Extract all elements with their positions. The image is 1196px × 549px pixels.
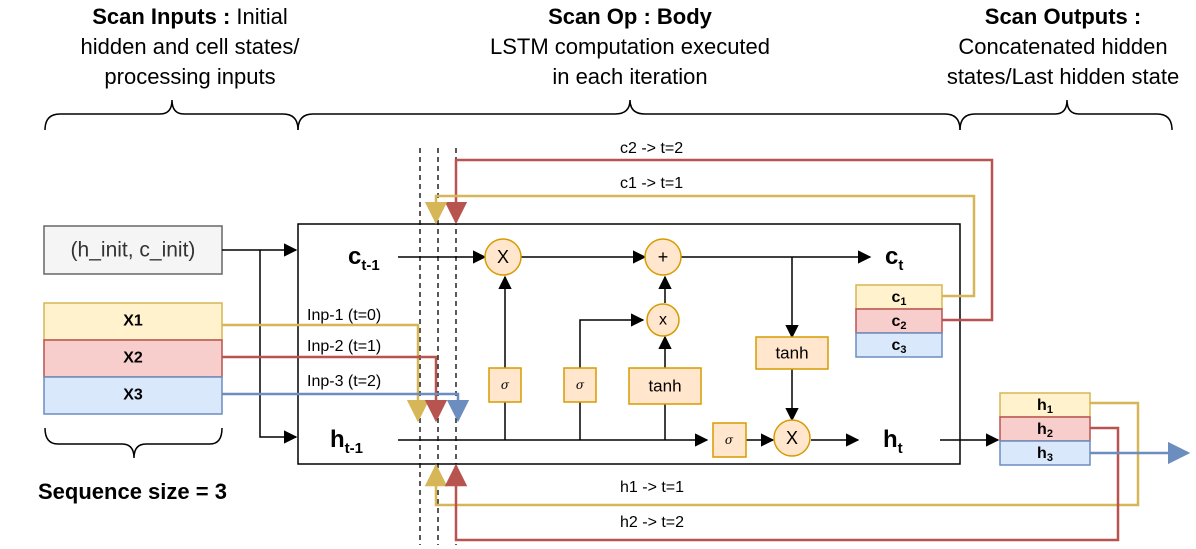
lstm-body-box bbox=[297, 223, 961, 465]
seq-x1-label: X1 bbox=[123, 313, 143, 330]
sigma-label-2: σ bbox=[576, 378, 585, 392]
inp3-line bbox=[222, 392, 470, 423]
input-mul-op bbox=[646, 303, 680, 337]
header-outputs-line3: states/Last hidden state bbox=[947, 64, 1179, 89]
header-outputs-title: Scan Outputs : bbox=[985, 4, 1141, 29]
tanh-gate-input bbox=[628, 367, 702, 405]
forget-mul-op bbox=[484, 238, 522, 276]
inp3-label: Inp-3 (t=2) bbox=[307, 373, 381, 390]
init-to-h-arrow bbox=[259, 250, 298, 444]
out-h2-label: h2 bbox=[1037, 421, 1053, 441]
svg-text:Scan Inputs : Initial: Scan Inputs : Initial bbox=[92, 4, 288, 29]
out-c1-box bbox=[855, 284, 943, 310]
inp1-label: Inp-1 (t=0) bbox=[307, 307, 381, 324]
c-out-label: ct bbox=[885, 243, 903, 274]
c2-loop-line bbox=[444, 158, 994, 322]
header-scan-op: Scan Op : Body LSTM computation executed… bbox=[490, 4, 770, 89]
seq-x3-box bbox=[43, 376, 223, 415]
add-op bbox=[644, 238, 682, 276]
header-op-line2: LSTM computation executed bbox=[490, 34, 770, 59]
tanh-cell-label: tanh bbox=[775, 344, 808, 363]
sigma2-to-small-mul-arrow bbox=[579, 313, 645, 368]
header-inputs-line2: hidden and cell states/ bbox=[81, 34, 301, 59]
header-op-title: Scan Op : Body bbox=[548, 4, 713, 29]
out-c3-label: c3 bbox=[891, 337, 906, 357]
sequence-size-label: Sequence size = 3 bbox=[38, 479, 227, 504]
header-inputs-title: Scan Inputs : bbox=[92, 4, 230, 29]
out-c2-label: c2 bbox=[891, 313, 906, 333]
out-h3-label: h3 bbox=[1037, 445, 1053, 465]
h-prev-label: ht-1 bbox=[330, 426, 363, 457]
header-inputs-line1: Initial bbox=[230, 4, 287, 29]
h1-loop-line bbox=[424, 401, 1140, 507]
seq-x2-label: X2 bbox=[123, 350, 143, 367]
header-scan-outputs: Scan Outputs : Concatenated hidden state… bbox=[947, 4, 1179, 89]
c-prev-label: ct-1 bbox=[348, 243, 380, 274]
out-h1-label: h1 bbox=[1037, 397, 1053, 417]
c1-loop-line bbox=[424, 194, 976, 298]
forget-mul-label: X bbox=[497, 247, 509, 267]
seq-x3-label: X3 bbox=[123, 387, 143, 404]
header-op-line3: in each iteration bbox=[552, 64, 707, 89]
init-state-box bbox=[43, 225, 223, 275]
output-mul-op bbox=[773, 419, 811, 457]
h-out-label: ht bbox=[883, 426, 903, 457]
brace-sequence bbox=[44, 427, 223, 459]
input-mul-label: x bbox=[659, 312, 667, 329]
init-state-label: (h_init, c_init) bbox=[71, 239, 196, 262]
seq-x2-box bbox=[43, 339, 223, 378]
c1-loop-label: c1 -> t=1 bbox=[620, 175, 683, 192]
header-inputs-line3: processing inputs bbox=[104, 64, 275, 89]
inp2-label: Inp-2 (t=1) bbox=[307, 338, 381, 355]
sigma-label-3: σ bbox=[725, 433, 734, 447]
output-mul-label: X bbox=[786, 428, 798, 448]
sigma-gate-2 bbox=[563, 367, 597, 403]
add-label: + bbox=[658, 247, 669, 267]
header-scan-inputs: Scan Inputs : Initial hidden and cell st… bbox=[81, 4, 301, 89]
header-outputs-line2: Concatenated hidden bbox=[958, 34, 1167, 59]
tanh-input-label: tanh bbox=[648, 377, 681, 396]
sigma-label-1: σ bbox=[501, 378, 510, 392]
h2-loop-line bbox=[444, 426, 1120, 542]
inp2-line bbox=[222, 355, 448, 423]
brace-outputs bbox=[959, 99, 1173, 131]
out-c1-label: c1 bbox=[891, 289, 906, 309]
tanh-gate-cell bbox=[755, 336, 829, 370]
h1-loop-label: h1 -> t=1 bbox=[620, 479, 684, 496]
brace-inputs bbox=[44, 99, 299, 131]
sigma-gate-3 bbox=[712, 422, 747, 458]
brace-op bbox=[297, 99, 961, 131]
h2-loop-label: h2 -> t=2 bbox=[620, 514, 684, 531]
sigma-gate-1 bbox=[488, 367, 522, 403]
c2-loop-label: c2 -> t=2 bbox=[620, 140, 683, 157]
inp1-line bbox=[222, 323, 430, 423]
out-c3-box bbox=[855, 332, 943, 358]
out-h3-box bbox=[999, 440, 1091, 466]
